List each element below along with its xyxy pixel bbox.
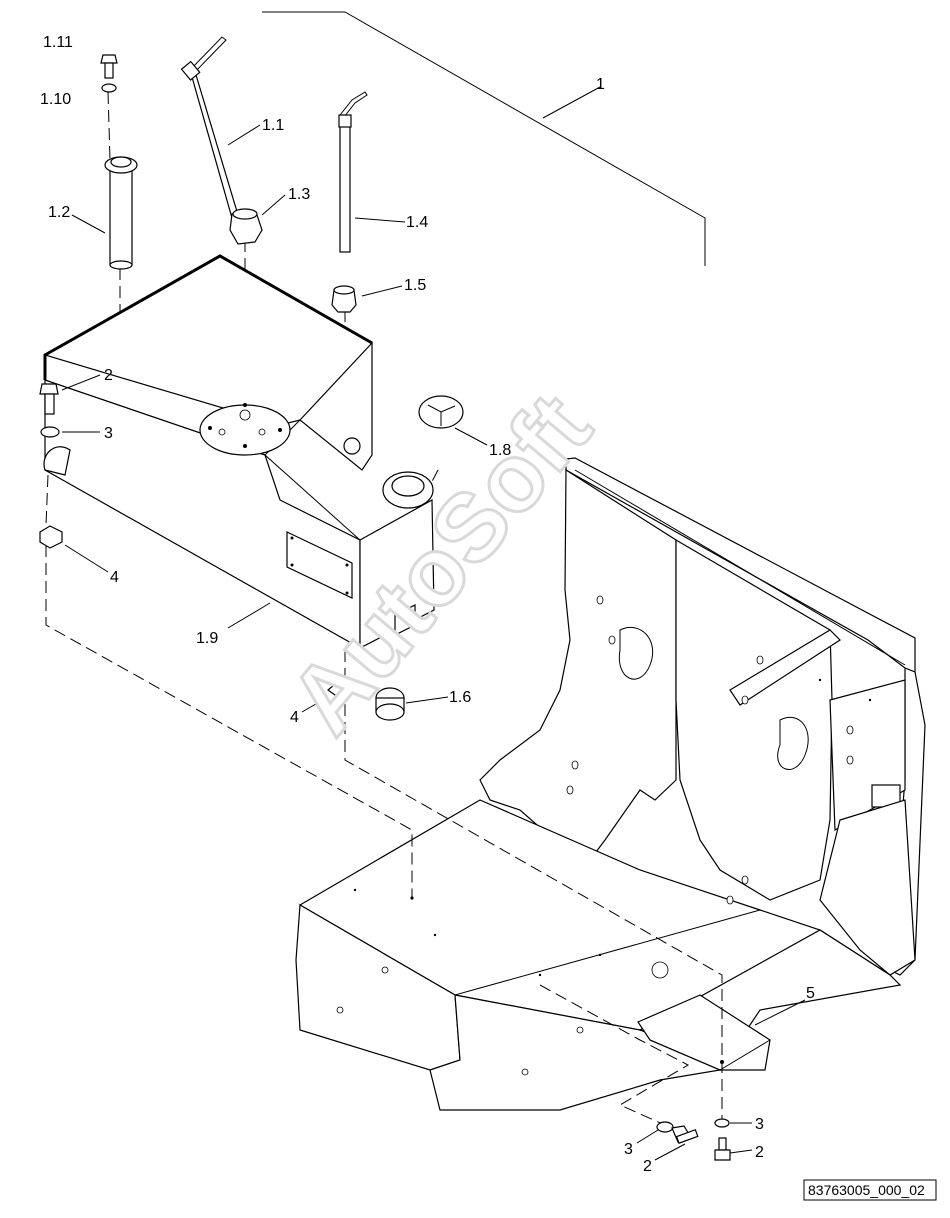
callout-2-bottom-left: 2 xyxy=(643,1158,652,1175)
mounting-bracket xyxy=(637,994,771,1071)
frame-holes xyxy=(336,595,872,1076)
leader-lines xyxy=(61,86,806,1161)
callout-labels: 1 1.1 1.2 1.3 1.4 1.5 1.6 1.8 1.9 1.10 1… xyxy=(40,34,815,1175)
callout-3-bottom-left: 3 xyxy=(624,1141,633,1158)
callout-2-top: 2 xyxy=(104,367,113,384)
callout-1-2: 1.2 xyxy=(48,204,70,221)
callout-3-top: 3 xyxy=(104,425,113,442)
callout-1-10: 1.10 xyxy=(40,91,71,108)
tank-components xyxy=(39,36,731,1161)
callout-1-9: 1.9 xyxy=(196,630,218,647)
callout-4-left: 4 xyxy=(110,569,119,586)
callout-1: 1 xyxy=(596,76,605,93)
callout-3-bottom-right: 3 xyxy=(755,1116,764,1133)
fuel-tank xyxy=(43,254,435,650)
callout-4-mid: 4 xyxy=(290,709,299,726)
callout-1-1: 1.1 xyxy=(262,117,284,134)
callout-1-8: 1.8 xyxy=(489,442,511,459)
callout-1-3: 1.3 xyxy=(288,186,310,203)
assembly-bracket-1 xyxy=(262,11,706,266)
callout-1-11: 1.11 xyxy=(43,34,73,51)
callout-1-5: 1.5 xyxy=(404,277,426,294)
callout-2-bottom-right: 2 xyxy=(755,1144,764,1161)
document-id: 83763005_000_02 xyxy=(808,1182,925,1198)
document-id-box: 83763005_000_02 xyxy=(803,1179,937,1201)
callout-1-4: 1.4 xyxy=(406,214,428,231)
callout-1-6: 1.6 xyxy=(449,689,471,706)
callout-5: 5 xyxy=(806,985,815,1002)
